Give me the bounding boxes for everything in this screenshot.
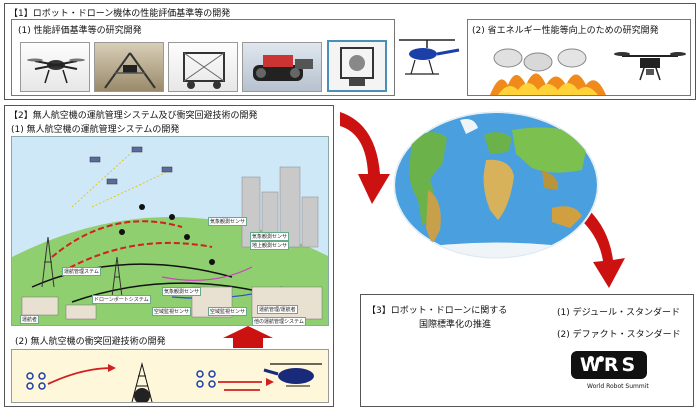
world-map-globe: [392, 110, 600, 260]
section3-title-line1: 【3】ロボット・ドローンに関する: [367, 306, 508, 316]
wrs-logo-text: WRS: [579, 354, 639, 376]
diagram-label-1: 気象観測センサ: [208, 217, 248, 226]
section1-sub2-box: (2) 省エネルギー性能等向上のための研究開発: [467, 19, 691, 96]
crawler-robot-photo: [242, 42, 322, 92]
diagram-label-6: 空域監視センサ: [152, 307, 192, 316]
diagram-label-8: 空域監視センサ: [208, 307, 248, 316]
up-arrow: [223, 326, 273, 348]
diagram-label-11: 運航者: [20, 315, 40, 324]
section1-sub1-box: (1) 性能評価基準等の研究開発: [11, 19, 395, 96]
diagram-label-4: 運航管理ステム: [62, 267, 101, 276]
section2-box: 【2】無人航空機の運航管理システム及び衝突回避技術の開発 (1) 無人航空機の運…: [4, 105, 334, 407]
section2-title: 【2】無人航空機の運航管理システム及び衝突回避技術の開発: [9, 111, 258, 121]
section1-box: 【1】ロボット・ドローン機体の性能評価基準等の開発 (1) 性能評価基準等の研究…: [4, 3, 696, 100]
quadcopter-photo: [20, 42, 90, 92]
section2-sub1-title: (1) 無人航空機の運航管理システムの開発: [11, 125, 180, 135]
robot-frame-photo: [168, 42, 238, 92]
manipulator-robot-photo: [327, 40, 387, 92]
energy-test-illustration: [488, 40, 608, 95]
wrs-logo: WRS: [569, 347, 649, 381]
curved-arrow-right: [575, 210, 635, 290]
section1-title: 【1】ロボット・ドローン機体の性能評価基準等の開発: [9, 9, 231, 19]
test-rig-photo: [94, 42, 164, 92]
section1-sub2-title: (2) 省エネルギー性能等向上のための研究開発: [472, 26, 659, 36]
diagram-label-2: 気象観測センサ: [250, 232, 290, 241]
section3-item2: (2) デファクト・スタンダード: [557, 330, 681, 340]
wrs-logo-caption: World Robot Summit: [587, 383, 649, 390]
section3-box: 【3】ロボット・ドローンに関する 国際標準化の推進 (1) デジュール・スタンダ…: [360, 294, 694, 407]
diagram-label-7: 気象観測センサ: [162, 287, 202, 296]
section2-sub2-title: (2) 無人航空機の衝突回避技術の開発: [15, 337, 166, 347]
diagram-label-9: 他の運航管理システム: [252, 317, 306, 325]
curved-arrow-left: [336, 104, 396, 214]
helicopter-drone-illustration: [393, 32, 465, 92]
collision-avoidance-panel: [11, 349, 329, 403]
diagram-label-3: 地上観測センサ: [250, 241, 290, 250]
section3-title-line2: 国際標準化の推進: [419, 320, 492, 330]
hexacopter-illustration: [614, 42, 686, 92]
utm-system-diagram: 気象観測センサ 気象観測センサ 地上観測センサ 運航管理ステム ドローンポートシ…: [11, 136, 329, 326]
diagram-label-10: 運航管理/運航者: [257, 305, 298, 314]
section3-item1: (1) デジュール・スタンダード: [557, 308, 680, 318]
diagram-label-5: ドローンポートシステム: [92, 295, 151, 304]
section1-sub1-title: (1) 性能評価基準等の研究開発: [18, 26, 142, 36]
